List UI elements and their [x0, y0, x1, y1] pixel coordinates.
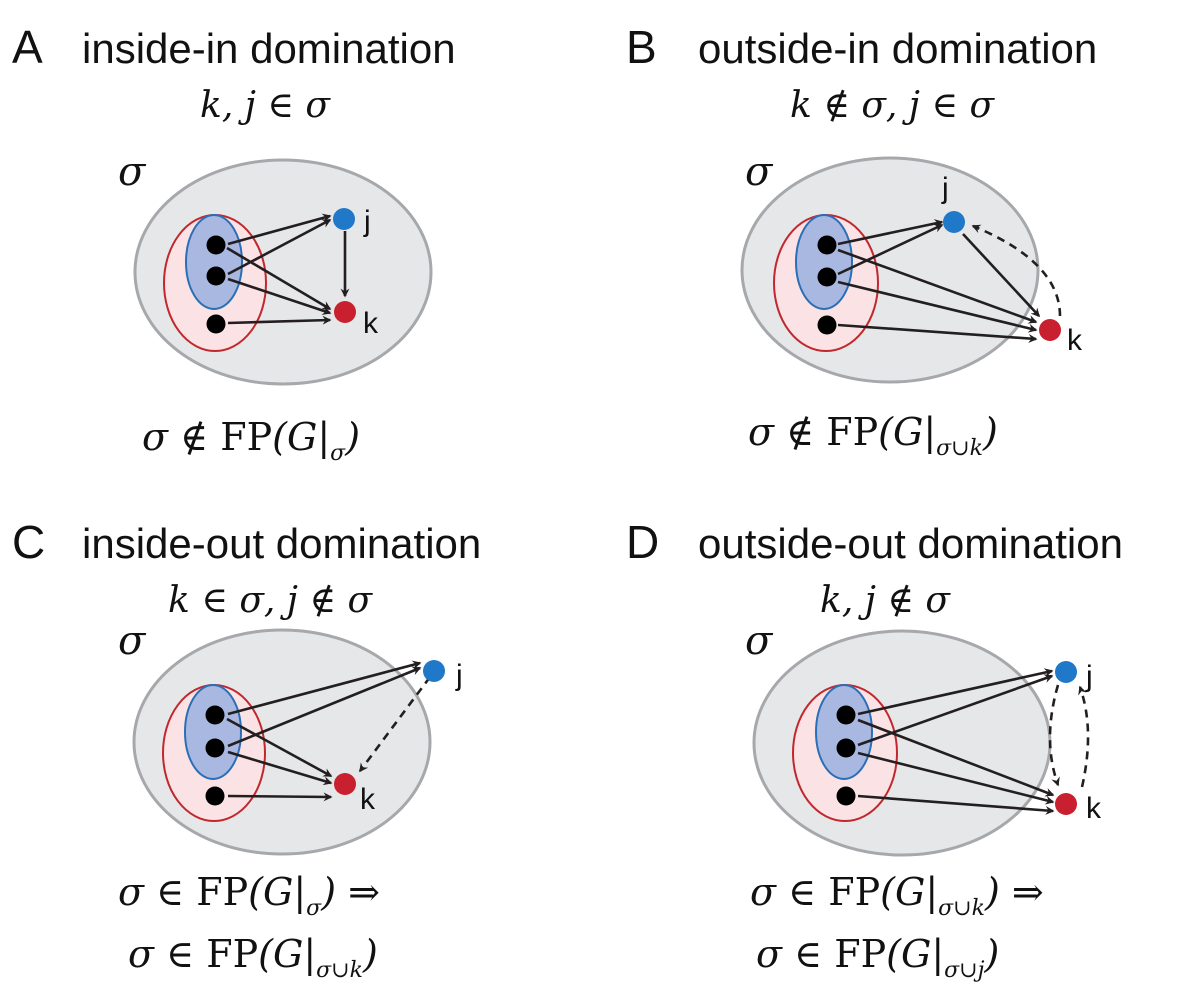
- edge-n1-to-j: [227, 213, 332, 246]
- node-k: [334, 773, 356, 795]
- membership-condition: k, j ∈ σ: [200, 85, 330, 126]
- node-black-3: [205, 786, 225, 806]
- node-k-label: k: [1067, 324, 1083, 357]
- node-k: [1055, 793, 1077, 815]
- edge-n1-to-k: [837, 248, 1038, 324]
- dashed-edge-k-to-j: [971, 224, 1062, 317]
- sigma-region-label: σ: [745, 149, 773, 195]
- edge-n2-to-j: [227, 666, 422, 748]
- edge-n1-to-j: [837, 219, 944, 246]
- fixed-point-statement: σ ∉ FP(G|σ): [142, 415, 361, 466]
- fixed-point-statement-2: σ ∈ FP(G|σ∪j): [756, 932, 1000, 983]
- panel-c: C inside-out domination k ∈ σ, j ∉ σ σ j…: [0, 495, 580, 985]
- node-j: [943, 211, 965, 233]
- sigma-region-label: σ: [118, 149, 146, 195]
- node-k: [334, 301, 356, 323]
- edge-n2-to-j: [857, 674, 1054, 747]
- node-black-1: [205, 705, 225, 725]
- panel-b: B outside-in domination k ∉ σ, j ∈ σ σ j…: [590, 0, 1170, 490]
- edge-n1-to-k: [226, 246, 332, 311]
- node-black-2: [205, 738, 225, 758]
- panel-title: outside-out domination: [698, 520, 1123, 567]
- edge-n2-to-k: [227, 750, 333, 786]
- panel-title: inside-out domination: [82, 520, 482, 567]
- node-black-1: [206, 235, 226, 255]
- fixed-point-statement-2: σ ∈ FP(G|σ∪k): [128, 932, 378, 983]
- edge-n2-to-j: [227, 218, 332, 276]
- sigma-region-label: σ: [118, 618, 146, 664]
- node-black-2: [836, 738, 856, 758]
- node-black-1: [836, 705, 856, 725]
- fixed-point-statement-1: σ ∈ FP(G|σ) ⇒: [118, 870, 380, 921]
- edge-n3-to-k: [227, 792, 333, 802]
- node-j-label: j: [941, 172, 949, 205]
- domination-graph: j k: [740, 156, 1083, 384]
- dashed-edge-k-to-j: [1078, 685, 1090, 788]
- panel-letter: C: [12, 516, 46, 568]
- domination-graph: j k: [133, 158, 433, 386]
- blue-subset-region: [815, 684, 873, 780]
- panel-title: outside-in domination: [698, 25, 1098, 72]
- node-k-label: k: [360, 783, 376, 816]
- edge-n1-to-k: [226, 717, 333, 778]
- edge-n3-to-k: [837, 323, 1038, 343]
- edge-n3-to-k: [227, 315, 332, 325]
- edge-n2-to-k: [857, 751, 1055, 805]
- node-j: [423, 660, 445, 682]
- node-j-label: j: [1085, 660, 1093, 693]
- membership-condition: k, j ∉ σ: [820, 580, 950, 621]
- blue-subset-region: [185, 214, 243, 310]
- panel-title: inside-in domination: [82, 25, 456, 72]
- node-k-label: k: [1086, 792, 1102, 825]
- node-j-label: j: [455, 659, 463, 692]
- panel-letter: B: [626, 21, 657, 73]
- edge-n2-to-k: [837, 280, 1038, 333]
- domination-graph: j k: [752, 629, 1102, 857]
- dashed-edge-j-to-k: [358, 676, 432, 773]
- node-j-label: j: [363, 205, 371, 238]
- node-black-3: [836, 786, 856, 806]
- panel-a: A inside-in domination k, j ∈ σ σ j k σ …: [0, 0, 580, 490]
- edge-n3-to-k: [857, 794, 1055, 815]
- panel-letter: A: [12, 21, 43, 73]
- edge-n1-to-j: [227, 660, 422, 716]
- fixed-point-statement-1: σ ∈ FP(G|σ∪k) ⇒: [750, 870, 1044, 921]
- edge-n1-to-j: [857, 668, 1054, 716]
- edge-j-to-k: [962, 233, 1041, 318]
- node-black-3: [817, 315, 837, 335]
- node-j: [333, 208, 355, 230]
- panel-letter: D: [626, 516, 660, 568]
- blue-subset-region: [184, 684, 242, 780]
- node-black-2: [206, 266, 226, 286]
- membership-condition: k ∈ σ, j ∉ σ: [168, 580, 373, 621]
- edge-n2-to-k: [227, 277, 332, 315]
- node-k-label: k: [363, 307, 379, 340]
- panel-d: D outside-out domination k, j ∉ σ σ j k …: [590, 495, 1170, 985]
- domination-graph: j k: [132, 628, 463, 856]
- node-black-2: [817, 267, 837, 287]
- node-black-1: [817, 235, 837, 255]
- node-k: [1039, 319, 1061, 341]
- node-black-3: [206, 314, 226, 334]
- membership-condition: k ∉ σ, j ∈ σ: [790, 85, 995, 126]
- fixed-point-statement: σ ∉ FP(G|σ∪k): [748, 410, 998, 461]
- edge-n2-to-j: [837, 223, 944, 276]
- blue-subset-region: [795, 214, 853, 310]
- node-j: [1055, 661, 1077, 683]
- dashed-edge-j-to-k: [1048, 684, 1060, 787]
- sigma-region-label: σ: [745, 618, 773, 664]
